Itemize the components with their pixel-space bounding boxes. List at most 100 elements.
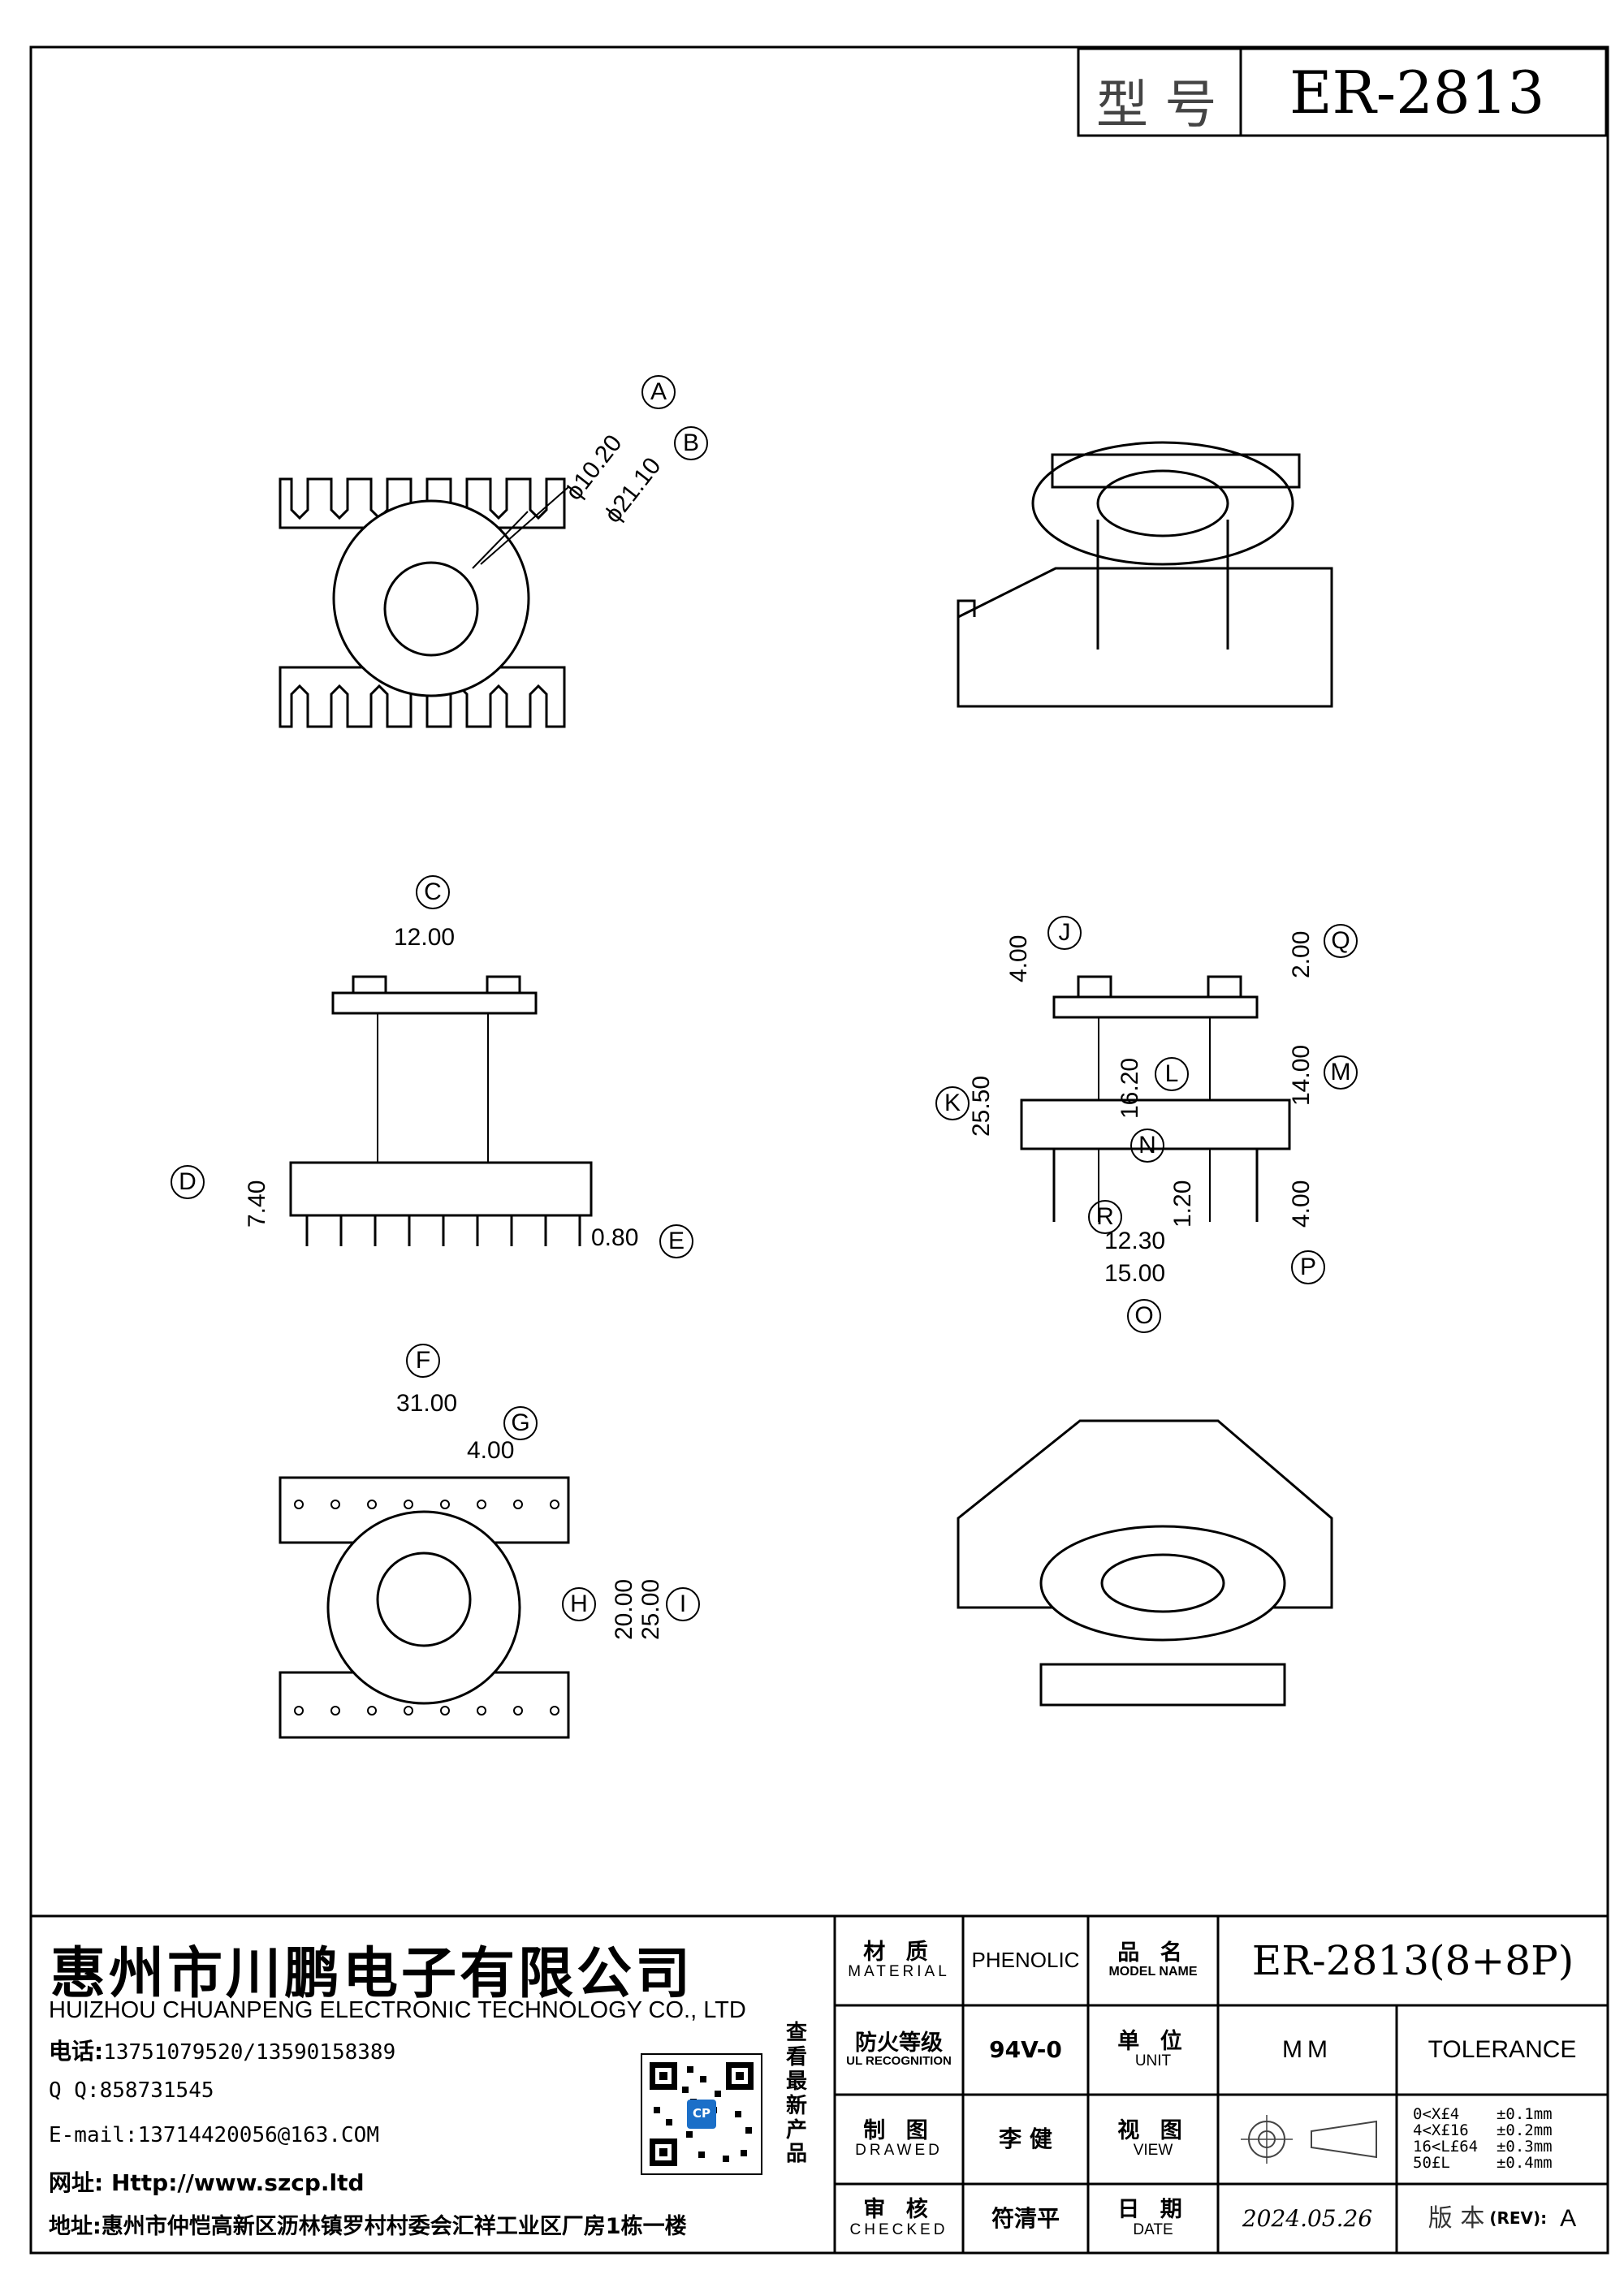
model-title-value: ER-2813 — [1289, 58, 1545, 127]
tolerance-row: 4<X£16 ±0.2mm — [1413, 2121, 1553, 2140]
dim-o-value: 15.00 — [1104, 1260, 1166, 1287]
label-p: P — [1291, 1250, 1325, 1284]
tolerance-row: 0<X£4 ±0.1mm — [1413, 2105, 1553, 2124]
tolerance-row: 50£L ±0.4mm — [1413, 2153, 1553, 2172]
company-phone: 电话:13751079520/13590158389 — [49, 2034, 395, 2066]
label-m: M — [1324, 1055, 1358, 1090]
label-g: G — [503, 1406, 538, 1440]
bottom-view — [279, 1476, 570, 1739]
drawn-cn: 制 图 — [863, 2117, 935, 2143]
dim-n-value: 1.20 — [1169, 1180, 1196, 1228]
isometric-view-bottom — [957, 1419, 1333, 1707]
drawn-value: 李 健 — [999, 2126, 1052, 2153]
cell-model-value: ER-2813(8+8P) — [1218, 1916, 1608, 2005]
check-cn: 审 核 — [863, 2197, 935, 2223]
rev-cn: 版 本 — [1427, 2203, 1485, 2233]
cell-material-label: 材 质 MATERIAL — [835, 1916, 963, 2005]
date-cn: 日 期 — [1117, 2197, 1189, 2223]
qq-value: 858731545 — [99, 2078, 214, 2103]
dim-d-value: 7.40 — [244, 1180, 270, 1228]
check-en: CHECKED — [849, 2220, 948, 2238]
unit-cn: 单 位 — [1117, 2028, 1189, 2054]
qr-caption: 查看最新产品 — [786, 2021, 808, 2167]
cell-unit-value: MM — [1218, 2005, 1397, 2095]
qq-label: Q Q: — [49, 2078, 100, 2103]
dim-e-value: 0.80 — [591, 1224, 639, 1251]
dim-q-value: 2.00 — [1288, 930, 1315, 978]
web-value[interactable]: Http://www.szcp.ltd — [103, 2169, 365, 2196]
material-cn: 材 质 — [863, 1939, 935, 1965]
dim-f-value: 31.00 — [396, 1390, 458, 1417]
cell-check-value: 符清平 — [963, 2184, 1088, 2253]
material-value: PHENOLIC — [971, 1948, 1080, 1973]
cell-tolerance-values: 0<X£4 ±0.1mm 4<X£16 ±0.2mm 16<L£64 ±0.3m… — [1397, 2095, 1608, 2184]
label-c: C — [416, 875, 450, 909]
drawn-en: DRAWED — [855, 2142, 943, 2160]
projection-symbol-icon — [1241, 2115, 1377, 2164]
label-e: E — [659, 1224, 693, 1258]
label-o: O — [1127, 1299, 1161, 1333]
date-en: DATE — [1133, 2220, 1173, 2238]
phone-label: 电话: — [49, 2038, 104, 2065]
dim-p-value: 4.00 — [1288, 1180, 1315, 1228]
dim-h-value: 20.00 — [611, 1578, 637, 1640]
company-web: 网址: Http://www.szcp.ltd — [49, 2165, 365, 2198]
dim-m-value: 14.00 — [1288, 1044, 1315, 1106]
dim-i-value: 25.00 — [637, 1578, 664, 1640]
company-name-cn: 惠州市川鹏电子有限公司 — [50, 1942, 694, 2006]
address-label: 地址: — [49, 2214, 102, 2239]
model-title-label: 型 号 — [1096, 76, 1217, 136]
label-l: L — [1155, 1057, 1189, 1091]
cell-date-value: 2024.05.26 — [1218, 2184, 1397, 2253]
model-title-box — [1077, 47, 1608, 137]
model-value: ER-2813(8+8P) — [1251, 1936, 1574, 1984]
unit-en: UNIT — [1134, 2052, 1172, 2070]
label-n: N — [1130, 1129, 1164, 1163]
title-block-grid — [31, 1914, 1608, 2253]
side-view — [1020, 975, 1291, 1222]
qr-logo: CP — [687, 2100, 716, 2129]
top-view — [279, 477, 569, 728]
view-cn: 视 图 — [1117, 2117, 1189, 2143]
front-view — [289, 975, 593, 1246]
label-q: Q — [1324, 924, 1358, 958]
company-address: 地址:惠州市仲恺高新区沥林镇罗村村委会汇祥工业区厂房1栋一楼 — [49, 2208, 687, 2240]
label-a: A — [641, 375, 676, 409]
company-email: E-mail:13714420056@163.COM — [49, 2123, 379, 2147]
cell-unit-label: 单 位 UNIT — [1088, 2005, 1218, 2095]
cell-tolerance-header: TOLERANCE — [1397, 2005, 1608, 2095]
cell-fire-value: 94V-0 — [963, 2005, 1088, 2095]
label-i: I — [666, 1587, 700, 1621]
cell-fire-label: 防火等级 UL RECOGNITION — [835, 2005, 963, 2095]
tolerance-header: TOLERANCE — [1427, 2036, 1577, 2064]
label-d: D — [171, 1165, 205, 1199]
address-value: 惠州市仲恺高新区沥林镇罗村村委会汇祥工业区厂房1栋一楼 — [101, 2214, 687, 2239]
email-label: E-mail: — [49, 2123, 138, 2147]
rev-value: A — [1560, 2204, 1577, 2232]
web-label: 网址: — [49, 2169, 104, 2196]
company-name-en: HUIZHOU CHUANPENG ELECTRONIC TECHNOLOGY … — [49, 1997, 746, 2023]
isometric-view-top — [957, 441, 1333, 708]
material-en: MATERIAL — [848, 1963, 950, 1981]
cell-drawn-value: 李 健 — [963, 2095, 1088, 2184]
check-value: 符清平 — [991, 2204, 1060, 2232]
date-value: 2024.05.26 — [1242, 2204, 1373, 2232]
email-value: 13714420056@163.COM — [137, 2123, 379, 2147]
cell-check-label: 审 核 CHECKED — [835, 2184, 963, 2253]
cell-view-symbol — [1218, 2095, 1397, 2184]
company-qq: Q Q:858731545 — [49, 2078, 214, 2103]
cell-date-label: 日 期 DATE — [1088, 2184, 1218, 2253]
fire-cn: 防火等级 — [855, 2030, 943, 2056]
dim-r-value: 12.30 — [1104, 1228, 1166, 1254]
rev-en: (REV): — [1489, 2208, 1548, 2228]
dim-g-value: 4.00 — [467, 1437, 515, 1464]
dim-c-value: 12.00 — [394, 924, 456, 951]
view-en: VIEW — [1133, 2142, 1173, 2160]
label-k: K — [935, 1086, 970, 1120]
fire-en: UL RECOGNITION — [846, 2054, 952, 2069]
cell-view-label: 视 图 VIEW — [1088, 2095, 1218, 2184]
label-f: F — [406, 1344, 440, 1378]
cell-drawn-label: 制 图 DRAWED — [835, 2095, 963, 2184]
